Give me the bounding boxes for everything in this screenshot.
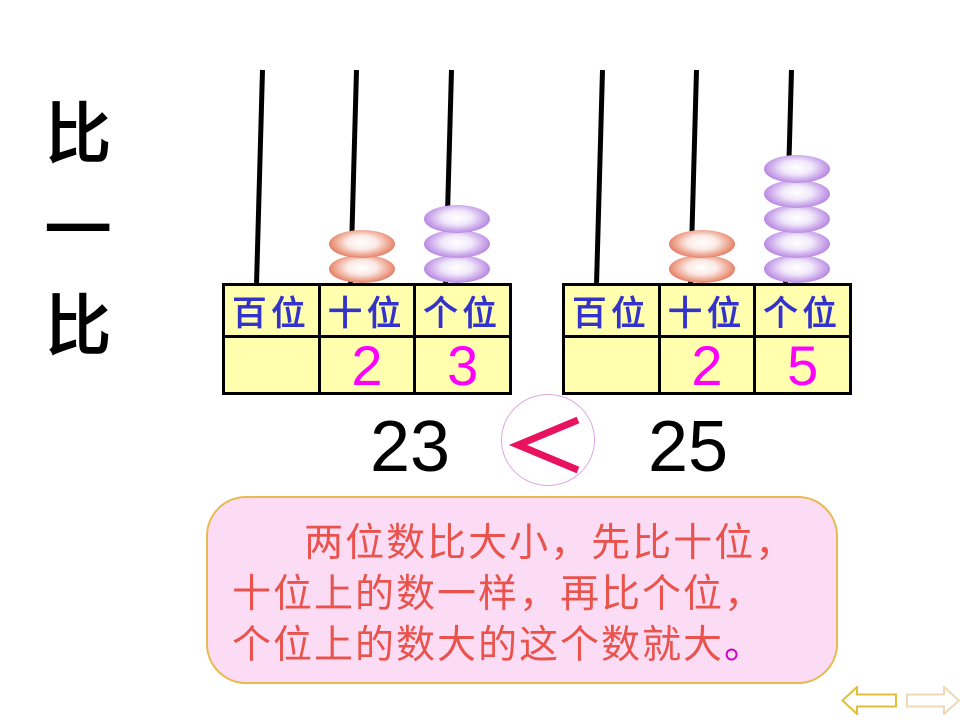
table-header-hundreds: 百位 xyxy=(565,286,658,335)
number-left: 23 xyxy=(370,407,451,487)
table-value-hundreds xyxy=(225,338,318,392)
comparison-circle xyxy=(501,394,595,486)
table-value-ones: 3 xyxy=(416,338,509,392)
abacus-bead-purple xyxy=(764,155,830,183)
abacus-bead-red xyxy=(669,255,735,283)
page-title: 比 一 比 xyxy=(40,86,116,374)
note-line: 个位上的数大的这个数就大。 xyxy=(232,620,814,671)
title-char: 比 xyxy=(45,95,111,173)
place-value-table-right: 百位 十位 个位 2 5 xyxy=(562,283,852,395)
table-header-tens: 十位 xyxy=(320,286,414,335)
table-value-tens: 2 xyxy=(660,338,754,392)
note-text: 个位上的数大的这个数就大 xyxy=(232,623,725,668)
forward-arrow-button[interactable] xyxy=(906,686,960,715)
abacus-bead-red xyxy=(329,230,395,258)
abacus-bead-purple xyxy=(424,230,490,258)
left-arrow-icon xyxy=(841,686,897,715)
place-value-table-left: 百位 十位 个位 2 3 xyxy=(222,283,512,395)
note-line: 十位上的数一样，再比个位， xyxy=(232,569,814,620)
abacus-bead-red xyxy=(669,230,735,258)
abacus-bead-red xyxy=(329,255,395,283)
note-box: 两位数比大小，先比十位， 十位上的数一样，再比个位， 个位上的数大的这个数就大。 xyxy=(206,496,838,684)
table-value-ones: 5 xyxy=(756,338,849,392)
number-right: 25 xyxy=(648,407,729,487)
abacus-right xyxy=(562,69,852,283)
abacus-bead-purple xyxy=(764,180,830,208)
table-value-tens: 2 xyxy=(320,338,414,392)
abacus-bead-purple xyxy=(424,255,490,283)
right-arrow-icon xyxy=(906,686,960,715)
note-text: 两位数比大小，先比十位， xyxy=(304,521,797,566)
abacus-left xyxy=(222,69,512,283)
abacus-bead-purple xyxy=(764,255,830,283)
abacus-rod-hundreds xyxy=(594,69,605,283)
abacus-bead-purple xyxy=(764,230,830,258)
table-value-hundreds xyxy=(565,338,658,392)
table-header-ones: 个位 xyxy=(416,286,509,335)
title-char: 一 xyxy=(45,191,111,269)
abacus-bead-purple xyxy=(424,205,490,233)
note-text: 十位上的数一样，再比个位， xyxy=(232,572,766,617)
back-arrow-button[interactable] xyxy=(841,686,898,715)
table-header-ones: 个位 xyxy=(756,286,849,335)
title-char: 比 xyxy=(45,287,111,365)
note-line: 两位数比大小，先比十位， xyxy=(232,518,814,569)
abacus-rod-hundreds xyxy=(254,69,265,283)
less-than-icon xyxy=(508,416,580,474)
note-period: 。 xyxy=(724,623,766,668)
table-header-hundreds: 百位 xyxy=(225,286,318,335)
abacus-bead-purple xyxy=(764,205,830,233)
table-header-tens: 十位 xyxy=(660,286,754,335)
